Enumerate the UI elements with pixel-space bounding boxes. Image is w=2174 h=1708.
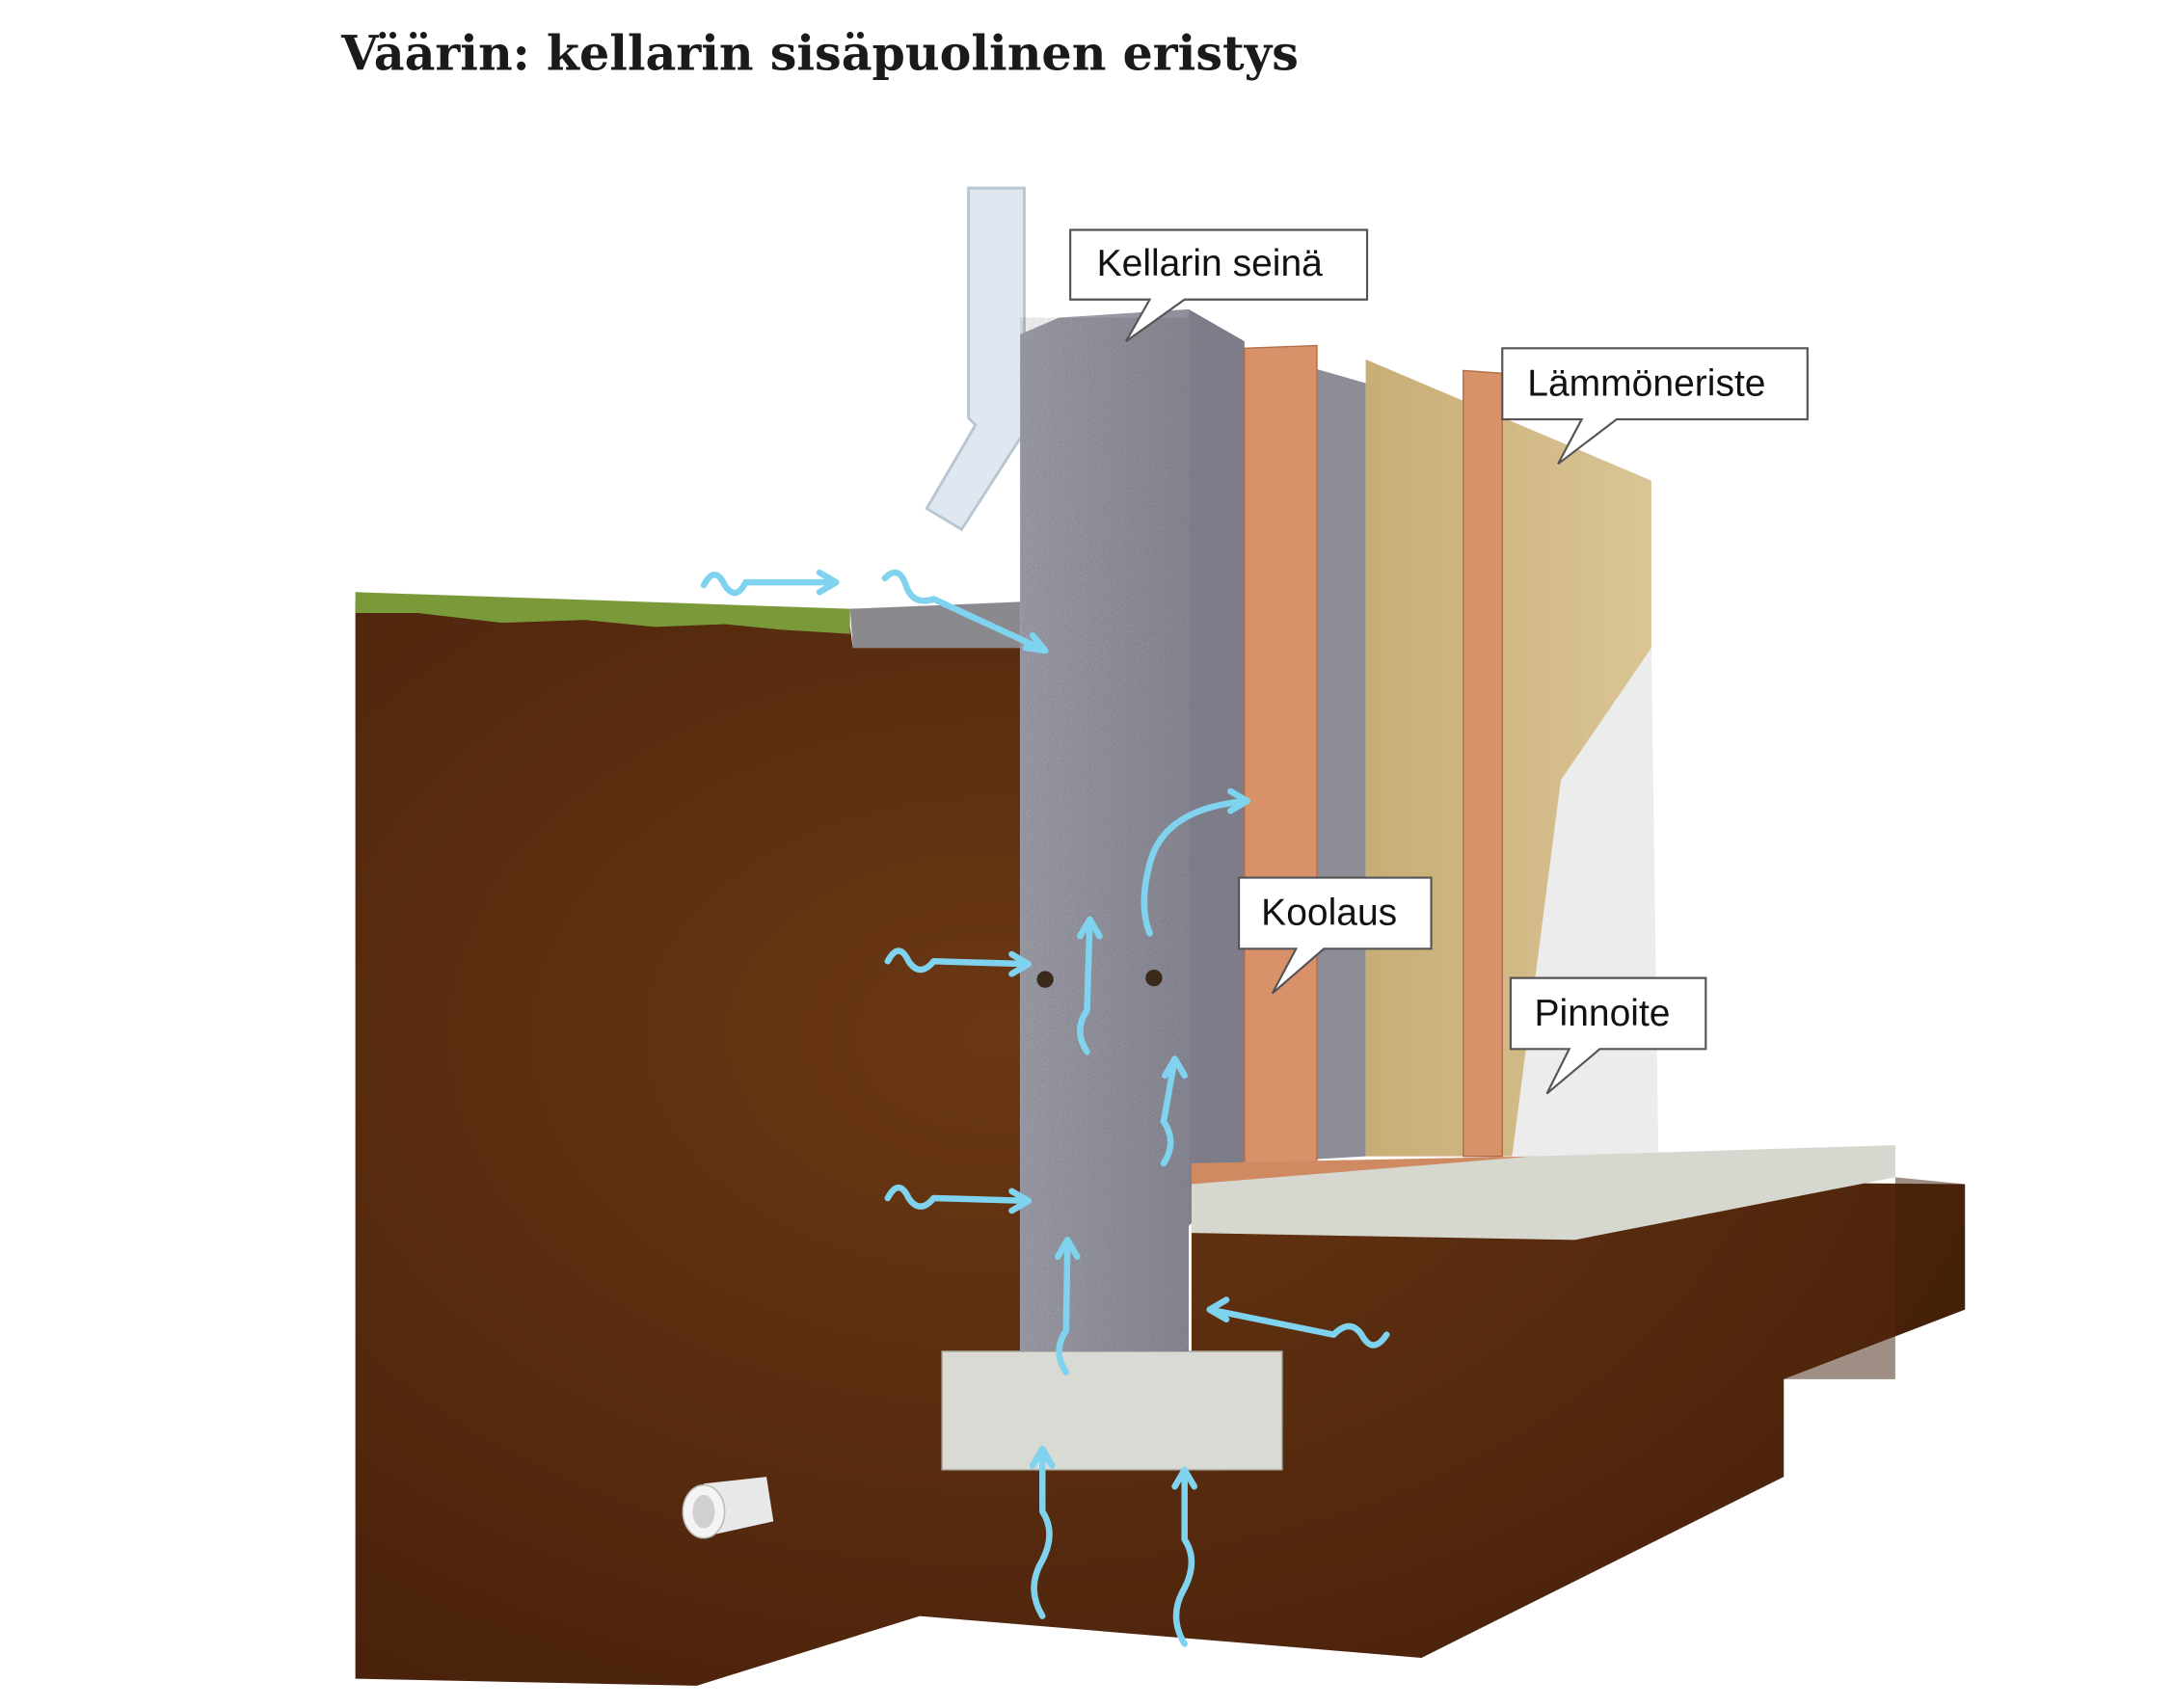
floor-slab	[1191, 1145, 1895, 1241]
wall-side	[1189, 308, 1245, 1226]
soil-right-shadow	[1784, 1177, 1966, 1379]
grass-strip	[355, 592, 850, 634]
downpipe	[925, 186, 1026, 532]
callout-coating: Pinnoite	[1509, 976, 1707, 1095]
callout-furring: Koolaus	[1237, 876, 1433, 995]
insulation	[1365, 359, 1651, 1157]
furring-strip-2	[1463, 369, 1503, 1158]
drain-pipe	[682, 1477, 774, 1539]
callout-wall: Kellarin seinä	[1069, 228, 1369, 342]
soil-left	[355, 601, 1966, 1686]
gravel-bed	[849, 601, 1021, 649]
wall-bolt	[1145, 969, 1163, 987]
footing	[941, 1350, 1283, 1471]
back-panel	[1317, 369, 1366, 1160]
diagram-title: Väärin: kellarin sisäpuolinen eristys	[340, 25, 1299, 81]
label-furring: Koolaus	[1261, 893, 1397, 934]
label-coating: Pinnoite	[1535, 993, 1671, 1034]
wall-bolt	[1036, 971, 1054, 988]
callout-insulation: Lämmöneriste	[1501, 347, 1809, 466]
moisture-arrows	[700, 569, 1390, 1647]
label-insulation: Lämmöneriste	[1527, 362, 1765, 404]
furring-strip	[1244, 344, 1318, 1164]
label-wall: Kellarin seinä	[1097, 243, 1324, 284]
